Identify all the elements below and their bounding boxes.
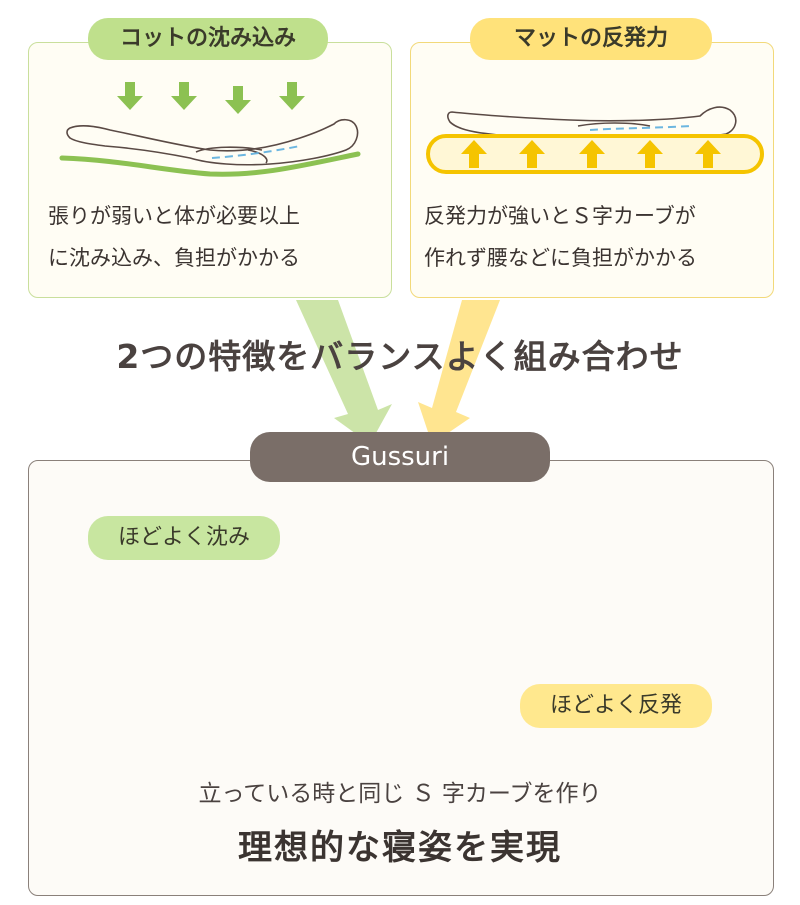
- green-converge-arrow-icon: [296, 300, 392, 444]
- yellow-converge-arrow-icon: [418, 300, 500, 444]
- mat-rebound-label: マットの反発力: [470, 18, 712, 60]
- arrow-down-icon: [279, 82, 305, 110]
- sinking-body-icon: [66, 118, 359, 166]
- s-curve-caption: 立っている時と同じ Ｓ 字カーブを作り: [198, 781, 602, 807]
- gentle-rebound-label: ほどよく反発: [520, 684, 712, 728]
- gentle-sink-label: ほどよく沈み: [88, 516, 280, 560]
- mat-rebound-desc-line2: 作れず腰などに負担がかかる: [424, 246, 697, 270]
- arrow-down-icon: [117, 82, 143, 110]
- sink-arrows: [117, 82, 305, 114]
- combine-headline: 2つの特徴をバランスよく組み合わせ: [116, 337, 684, 376]
- cot-surface: [59, 151, 361, 177]
- mat-rebound-desc-line1: 反発力が強いとＳ字カーブが: [424, 204, 696, 228]
- cot-sink-label: コットの沈み込み: [88, 18, 328, 60]
- arrow-down-icon: [171, 82, 197, 110]
- product-name-badge: Gussuri: [250, 432, 550, 482]
- cot-sink-desc-line1: 張りが弱いと体が必要以上: [48, 204, 300, 228]
- spine-line: [589, 125, 691, 131]
- cot-sink-panel: [28, 42, 392, 298]
- spine-line: [211, 145, 301, 159]
- arrow-down-icon: [225, 86, 251, 114]
- ideal-posture-title: 理想的な寝姿を実現: [238, 828, 562, 868]
- cot-sink-desc-line2: に沈み込み、負担がかかる: [48, 246, 300, 270]
